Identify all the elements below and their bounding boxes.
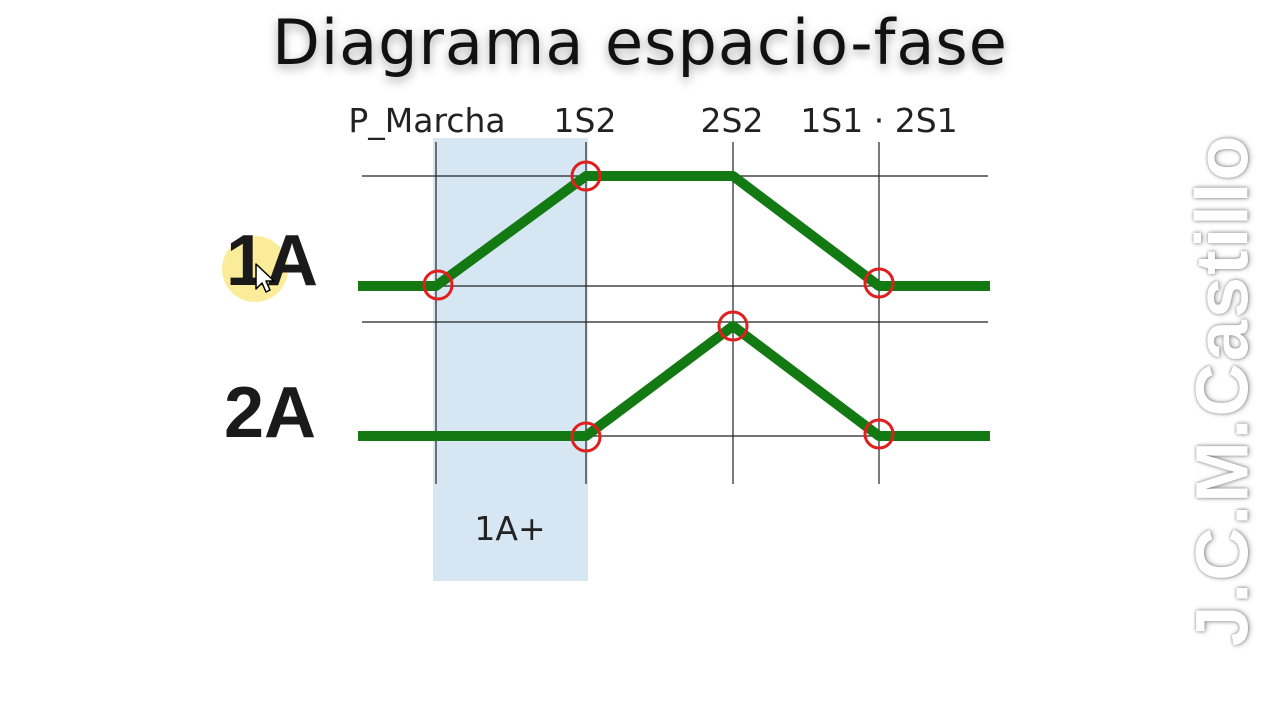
actuator-label-1a: 1A [226, 221, 319, 301]
step-label-2s2: 2S2 [701, 101, 764, 140]
step-label-1s1-2s1: 1S1 · 2S1 [800, 101, 957, 140]
marker-1a-return [863, 267, 895, 299]
step-label-1s2: 1S2 [554, 101, 617, 140]
author-watermark: J.C.M.Castillo [1180, 133, 1264, 647]
marker-1a-start [422, 269, 454, 301]
cursor-highlight [222, 236, 288, 302]
actuator-label-2a: 2A [224, 373, 317, 453]
phase-label-1a-plus: 1A+ [474, 509, 545, 548]
mouse-pointer-icon [255, 263, 275, 293]
marker-2a-start [570, 421, 602, 453]
trace-2a [358, 321, 990, 441]
marker-2a-return [863, 418, 895, 450]
phase-highlight-column [433, 138, 588, 581]
marker-1a-extended [570, 160, 602, 192]
diagram-title: Diagrama espacio-fase [272, 6, 1008, 79]
step-markers [422, 160, 895, 453]
step-label-p-marcha: P_Marcha [348, 101, 505, 140]
marker-2a-extended [717, 310, 749, 342]
